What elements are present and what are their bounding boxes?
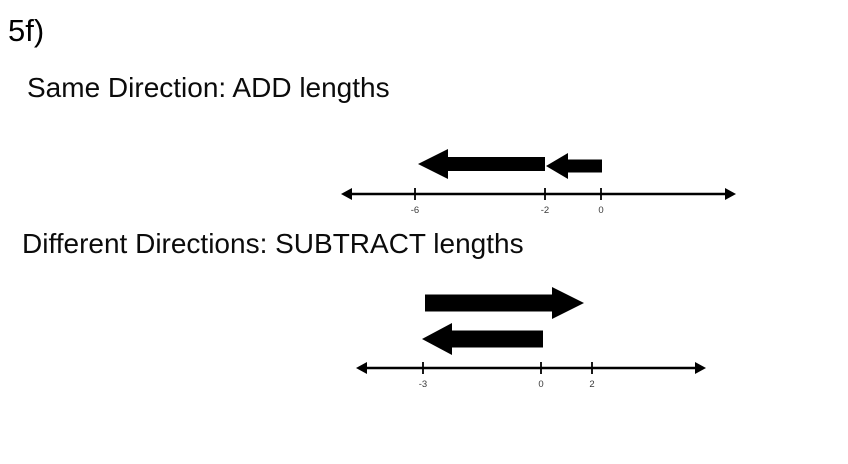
- vector-body: [546, 153, 602, 179]
- heading-same-direction: Same Direction: ADD lengths: [27, 72, 390, 103]
- tick-label: -6: [411, 205, 419, 216]
- axis-arrowhead-right: [725, 188, 736, 200]
- tick-label: -3: [419, 379, 427, 390]
- axis-arrowhead-right: [695, 362, 706, 374]
- vector-body: [425, 287, 584, 319]
- vector-long-left-arrow: [418, 149, 545, 179]
- vector-short-left-arrow: [546, 153, 602, 179]
- question-number-label: 5f): [8, 13, 45, 48]
- tick-label: 0: [538, 379, 543, 390]
- tick-label: 0: [598, 205, 603, 216]
- tick-label: 2: [589, 379, 594, 390]
- vector-left-arrow: [422, 323, 543, 355]
- axis-arrowhead-left: [341, 188, 352, 200]
- numberline-group-0: -6 -2 0: [341, 149, 736, 216]
- tick-label: -2: [541, 205, 549, 216]
- heading-different-directions: Different Directions: SUBTRACT lengths: [22, 228, 524, 259]
- vector-right-arrow: [425, 287, 584, 319]
- vector-body: [418, 149, 545, 179]
- axis-arrowhead-left: [356, 362, 367, 374]
- numberline-group-1: -3 0 2: [356, 287, 706, 390]
- vector-body: [422, 323, 543, 355]
